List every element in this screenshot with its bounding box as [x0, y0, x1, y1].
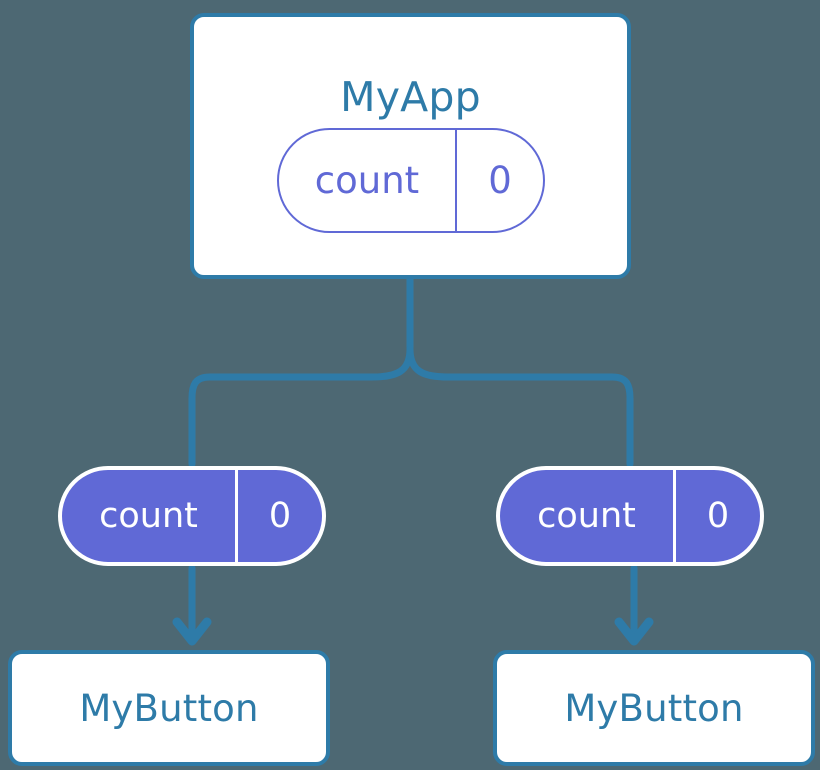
state-pill-key: count: [279, 130, 457, 231]
props-pill-right-key: count: [500, 470, 676, 562]
props-pill-left-value: 0: [268, 496, 292, 536]
props-pill-right[interactable]: count 0: [496, 466, 764, 566]
props-arrow-left: [172, 564, 212, 646]
props-pill-left[interactable]: count 0: [58, 466, 326, 566]
props-pill-left-key: count: [62, 470, 238, 562]
component-title-mybutton-left: MyButton: [79, 687, 259, 730]
component-box-mybutton-right[interactable]: MyButton: [493, 650, 815, 766]
props-pill-right-value: 0: [706, 496, 730, 536]
state-pill-value: 0: [488, 159, 512, 202]
component-title-mybutton-right: MyButton: [564, 687, 744, 730]
branch-to-left-child: [188, 345, 414, 468]
props-arrow-right: [614, 564, 654, 646]
component-box-mybutton-left[interactable]: MyButton: [8, 650, 330, 766]
branch-to-right-child: [406, 345, 634, 468]
component-title-myapp: MyApp: [340, 73, 481, 121]
state-pill-count[interactable]: count 0: [277, 128, 545, 233]
